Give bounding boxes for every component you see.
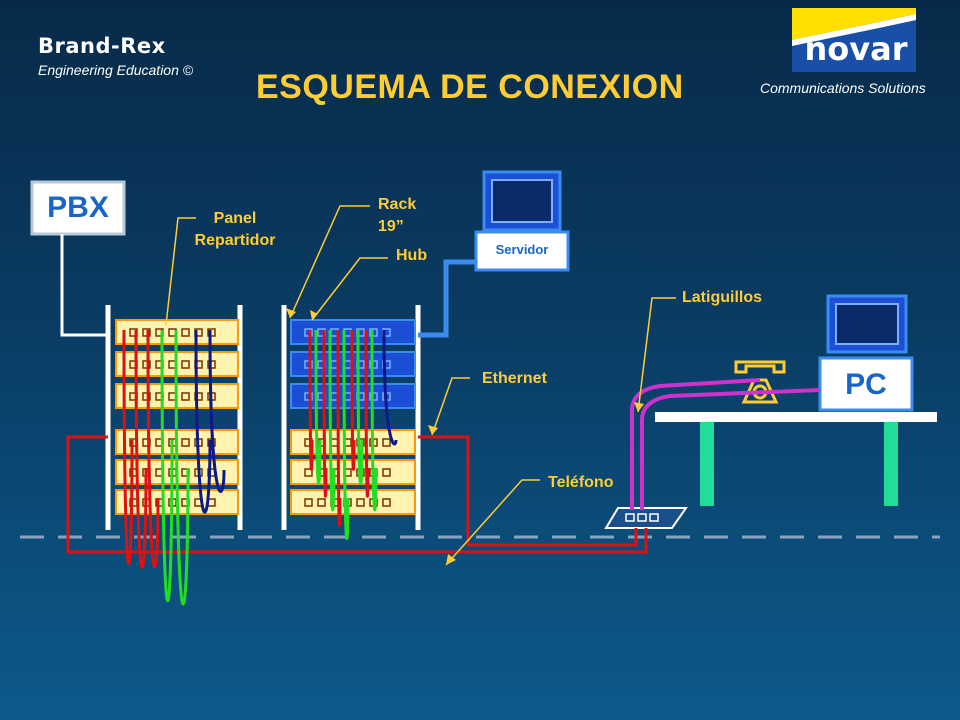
rack-2-patch-cords [308,329,398,540]
hub-label: Hub [396,247,428,264]
latiguillos-label: Latiguillos [682,289,762,306]
patch-cord [322,329,328,498]
novar-logo [792,8,916,72]
pbx-link-cable [60,234,108,337]
ethernet-label: Ethernet [482,370,547,387]
server [474,170,570,272]
patch-cord [122,329,134,566]
pbx-label: PBX [47,191,109,224]
patch-cord [364,329,370,498]
rack-label: Rack 19” [378,196,417,235]
patch-cord [160,329,174,603]
patch-cord [314,329,322,485]
patch-cord [174,329,190,606]
patch-cord [146,329,160,568]
leader-arrowheads [286,308,644,565]
rack-1-rails [105,305,243,530]
patch-cord [328,329,336,512]
patch-panel [290,489,416,515]
wall-outlet [604,507,688,529]
patch-cord [370,329,378,512]
servidor-label: Servidor [495,242,549,257]
patch-cord [336,329,342,527]
page-title: ESQUEMA DE CONEXION [256,68,684,106]
patch-cord [308,329,314,471]
server-link-cable [418,259,476,338]
panel-repartidor-label: Panel Repartidor [194,210,276,249]
pc-label: PC [845,368,887,401]
patch-cord [208,329,226,494]
rack-1-patch-cords [122,329,226,606]
pbx-box [30,180,126,236]
floor-trunk-cables [66,435,648,554]
patch-cord [350,329,356,471]
telefono-label: Teléfono [548,474,614,491]
patch-cord [342,329,350,540]
brand-logo-text: Brand-Rex [38,34,166,58]
patch-cord [194,329,212,514]
patch-cord [382,329,398,446]
patch-cords-magenta [630,378,821,510]
pc [818,294,914,412]
desk [655,412,937,506]
brand-subtitle: Engineering Education © [38,62,194,78]
label-leaders [165,205,676,566]
patch-cord [356,329,364,485]
novar-logo-text: novar [804,30,908,68]
rack-2-rails [281,305,421,530]
patch-cord [134,329,148,569]
partner-subtitle: Communications Solutions [760,80,926,96]
